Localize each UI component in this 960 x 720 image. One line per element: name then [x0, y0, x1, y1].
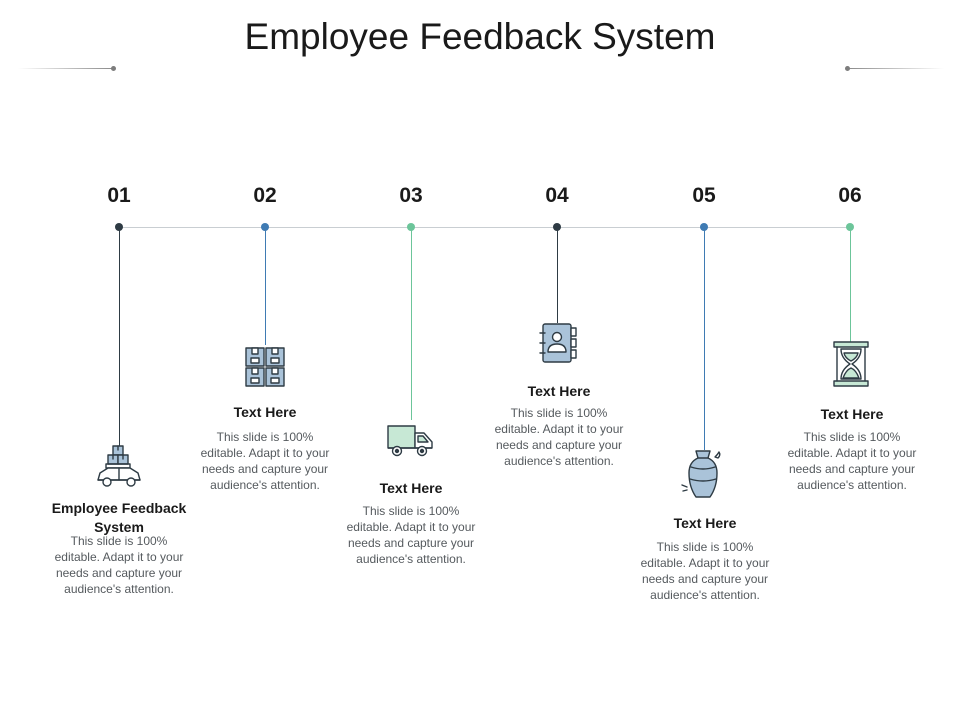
stacked-boxes-icon: [240, 342, 290, 392]
step-description-06: This slide is 100% editable. Adapt it to…: [787, 430, 917, 492]
step-description-05: This slide is 100% editable. Adapt it to…: [640, 540, 770, 602]
step-label-04: Text Here: [527, 383, 591, 399]
step-description-02: This slide is 100% editable. Adapt it to…: [200, 430, 330, 492]
slide-title: Employee Feedback System: [244, 16, 716, 57]
step-dot-01: [115, 223, 123, 231]
hourglass-icon: [826, 339, 876, 389]
step-number-02: 02: [253, 184, 277, 207]
delivery-car-boxes-icon: [94, 443, 144, 493]
step-label-02: Text Here: [233, 404, 297, 420]
step-label-05: Text Here: [673, 515, 737, 531]
step-stem-01: [118, 228, 120, 446]
step-label-06: Text Here: [820, 406, 884, 422]
step-label-01: Employee Feedback System: [51, 500, 187, 535]
step-number-03: 03: [399, 184, 423, 207]
timeline-line: [119, 227, 851, 228]
delivery-truck-icon: [386, 416, 436, 466]
step-stem-05: [703, 228, 705, 450]
step-dot-03: [407, 223, 415, 231]
step-description-03: This slide is 100% editable. Adapt it to…: [346, 504, 476, 566]
step-description-01: This slide is 100% editable. Adapt it to…: [54, 534, 184, 596]
vase-icon: [679, 449, 729, 499]
step-dot-04: [553, 223, 561, 231]
step-dot-06: [846, 223, 854, 231]
step-dot-02: [261, 223, 269, 231]
step-label-03: Text Here: [379, 480, 443, 496]
step-description-04: This slide is 100% editable. Adapt it to…: [494, 406, 624, 468]
title-divider-right: [848, 68, 944, 69]
title-divider-left: [18, 68, 114, 69]
step-number-06: 06: [838, 184, 862, 207]
step-number-04: 04: [545, 184, 569, 207]
step-dot-05: [700, 223, 708, 231]
step-stem-04: [556, 228, 558, 323]
step-stem-03: [410, 228, 412, 420]
title-divider-left-dot: [111, 66, 116, 71]
contact-book-icon: [533, 319, 583, 369]
step-number-05: 05: [692, 184, 716, 207]
step-number-01: 01: [107, 184, 131, 207]
title-divider-right-dot: [845, 66, 850, 71]
step-stem-06: [849, 228, 851, 342]
step-stem-02: [264, 228, 266, 345]
